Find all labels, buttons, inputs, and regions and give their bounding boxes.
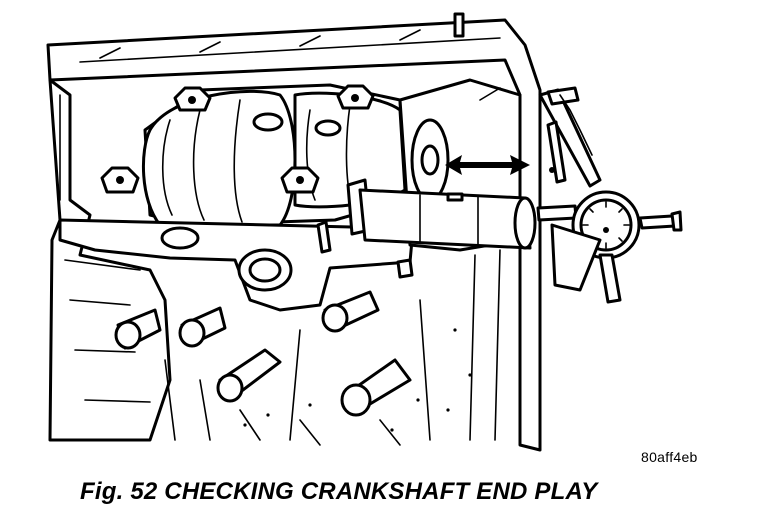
lower-bosses: [114, 290, 431, 446]
dial-indicator: [536, 86, 683, 304]
boss-5: [340, 358, 412, 417]
engine-block-top-deck: [46, 12, 542, 452]
guide-pins: [546, 120, 567, 184]
bolt-head-2: [336, 84, 375, 110]
boss-4: [321, 290, 380, 333]
boss-1: [114, 308, 162, 350]
crankshaft-snout: [358, 188, 537, 250]
bolt-head-3: [100, 166, 140, 194]
bearing-cap-bolts: [100, 84, 375, 194]
bolt-head-4: [280, 166, 320, 194]
figure-caption: Fig. 52 CHECKING CRANKSHAFT END PLAY: [80, 478, 598, 505]
bolt-head-1: [173, 86, 212, 112]
boss-2: [178, 306, 227, 348]
end-play-arrow: [445, 155, 530, 175]
figure-reference-code: 80aff4eb: [641, 449, 698, 465]
boss-3: [216, 348, 282, 403]
